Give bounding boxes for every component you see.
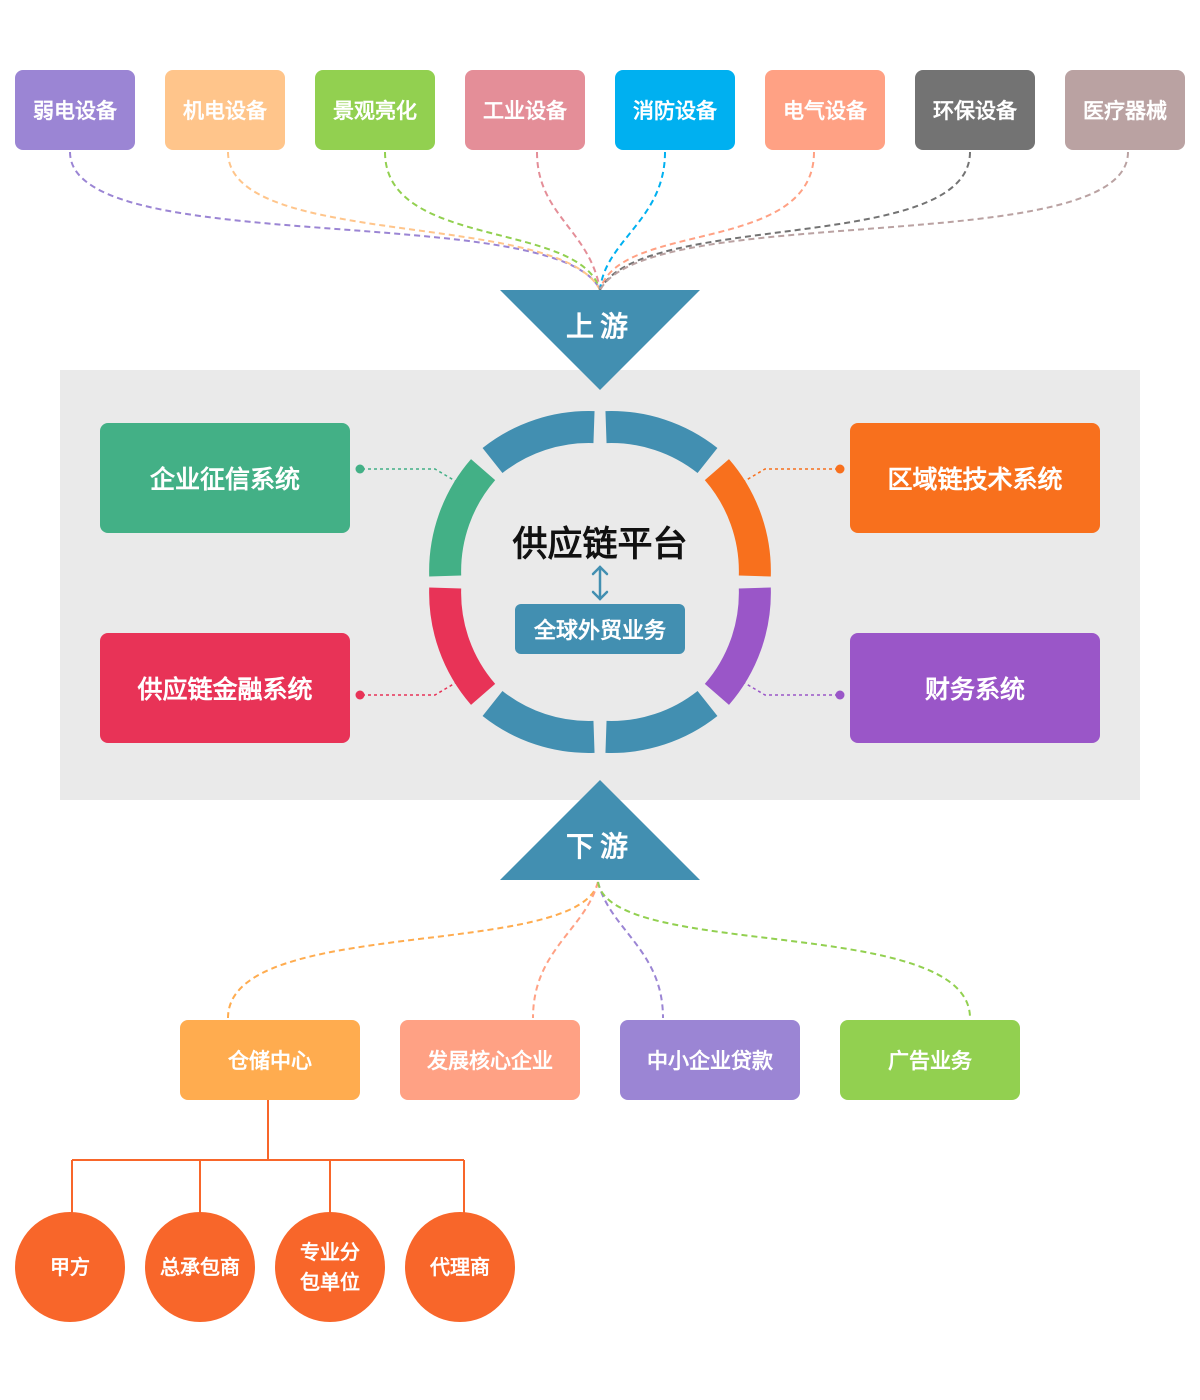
warehouse-child-label-line2: 包单位 — [300, 1270, 360, 1294]
system-finance: 供应链金融系统 — [100, 633, 350, 743]
downstream-item-label: 发展核心企业 — [427, 1049, 553, 1073]
downstream-item-label: 广告业务 — [888, 1049, 972, 1073]
upstream-item-label: 医疗器械 — [1083, 99, 1167, 123]
connector-xiaofang — [599, 151, 666, 291]
connector-jingguan — [384, 151, 601, 291]
upstream-item-label: 环保设备 — [933, 99, 1017, 123]
platform-tag: 全球外贸业务 — [515, 604, 685, 654]
downstream-item-cangchu: 仓储中心 — [180, 1020, 360, 1100]
downstream-item-label: 仓储中心 — [228, 1049, 312, 1073]
double-arrow-icon — [591, 565, 609, 601]
downstream-item-guanggao: 广告业务 — [840, 1020, 1020, 1100]
upstream-item-xiaofang: 消防设备 — [615, 70, 735, 150]
system-credit: 企业征信系统 — [100, 423, 350, 533]
connector-fazhan — [532, 881, 599, 1019]
system-accounting: 财务系统 — [850, 633, 1100, 743]
warehouse-child-fenbao: 专业分 包单位 — [275, 1212, 385, 1322]
connector-huanbao — [599, 151, 971, 291]
warehouse-child-label: 总承包商 — [160, 1255, 240, 1279]
connector-dianqi — [599, 151, 815, 291]
system-accounting-label: 财务系统 — [924, 675, 1025, 704]
upstream-item-gongye: 工业设备 — [465, 70, 585, 150]
upstream-item-yiliao: 医疗器械 — [1065, 70, 1185, 150]
upstream-label: 上游 — [565, 310, 634, 343]
upstream-item-label: 弱电设备 — [33, 99, 117, 123]
system-credit-label: 企业征信系统 — [149, 465, 300, 494]
upstream-item-huanbao: 环保设备 — [915, 70, 1035, 150]
upstream-item-ruodian: 弱电设备 — [15, 70, 135, 150]
downstream-item-label: 中小企业贷款 — [647, 1049, 773, 1073]
platform-tag-label: 全球外贸业务 — [533, 619, 666, 644]
connector-ruodian — [69, 151, 601, 291]
connector-jidian — [227, 151, 601, 291]
upstream-item-jidian: 机电设备 — [165, 70, 285, 150]
connector-xiaoqi — [597, 881, 664, 1019]
system-blockchain-label: 区域链技术系统 — [887, 465, 1063, 494]
connector-cangchu — [227, 881, 599, 1019]
connector-yiliao — [599, 151, 1129, 291]
warehouse-child-label: 甲方 — [50, 1255, 90, 1279]
warehouse-child-zongchengbao: 总承包商 — [145, 1212, 255, 1322]
system-finance-label: 供应链金融系统 — [137, 675, 313, 704]
downstream-item-xiaoqi: 中小企业贷款 — [620, 1020, 800, 1100]
upstream-item-dianqi: 电气设备 — [765, 70, 885, 150]
platform-title: 供应链平台 — [512, 525, 688, 565]
warehouse-child-jiafang: 甲方 — [15, 1212, 125, 1322]
warehouse-child-label-line1: 专业分 — [300, 1240, 360, 1264]
upstream-item-label: 电气设备 — [783, 99, 867, 123]
connector-gongye — [536, 151, 601, 291]
upstream-item-label: 机电设备 — [183, 99, 267, 123]
warehouse-child-daili: 代理商 — [405, 1212, 515, 1322]
upstream-item-label: 消防设备 — [633, 99, 717, 123]
system-blockchain: 区域链技术系统 — [850, 423, 1100, 533]
warehouse-child-label: 代理商 — [430, 1255, 490, 1279]
downstream-label: 下游 — [565, 830, 634, 863]
downstream-item-fazhan: 发展核心企业 — [400, 1020, 580, 1100]
upstream-item-jingguan: 景观亮化 — [315, 70, 435, 150]
connector-guanggao — [597, 881, 971, 1019]
upstream-item-label: 工业设备 — [483, 99, 567, 123]
upstream-item-label: 景观亮化 — [333, 99, 417, 123]
